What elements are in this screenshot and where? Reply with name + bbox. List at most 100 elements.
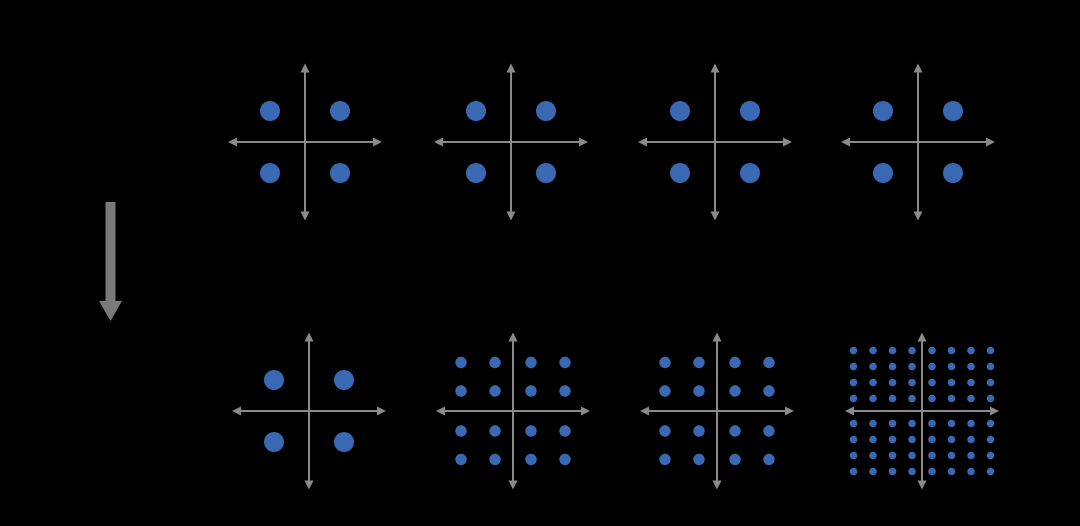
constellation-dot bbox=[928, 451, 936, 460]
constellation-dot bbox=[908, 378, 916, 387]
constellation-dot bbox=[888, 378, 897, 387]
axis-arrowhead-left bbox=[845, 406, 854, 416]
axis-arrowhead-left bbox=[433, 137, 443, 146]
axis-arrowhead-left bbox=[436, 406, 445, 416]
constellation-dot bbox=[967, 346, 975, 355]
axis-arrowhead-left bbox=[640, 406, 649, 416]
constellation-dot bbox=[264, 370, 284, 390]
constellation-dot bbox=[928, 362, 936, 371]
constellation-dot bbox=[869, 451, 877, 460]
constellation-dot bbox=[943, 100, 963, 121]
constellation-dot bbox=[908, 467, 916, 476]
axis-arrowhead-right bbox=[578, 137, 588, 146]
axis-arrowhead-left bbox=[841, 137, 850, 146]
constellation-dot bbox=[869, 467, 877, 476]
constellation-dot bbox=[908, 346, 916, 355]
constellation-dot bbox=[693, 425, 705, 437]
constellation-dot bbox=[659, 453, 671, 466]
constellation-top-row-1-qpsk bbox=[228, 63, 382, 220]
constellation-dot bbox=[849, 378, 858, 387]
constellation-dot bbox=[967, 394, 975, 403]
axis-arrowhead-up bbox=[917, 332, 927, 342]
constellation-dot bbox=[535, 162, 556, 183]
constellation-dot bbox=[693, 356, 705, 369]
constellation-dot bbox=[455, 385, 467, 397]
constellation-dot bbox=[659, 356, 671, 369]
axis-arrowhead-left bbox=[228, 137, 237, 146]
constellation-dot bbox=[739, 100, 760, 121]
constellation-dot bbox=[888, 435, 897, 444]
constellation-dot bbox=[928, 394, 936, 403]
constellation-dot bbox=[693, 453, 705, 466]
axis-arrowhead-up bbox=[508, 332, 518, 342]
constellation-dot bbox=[967, 419, 975, 428]
constellation-dot bbox=[986, 378, 995, 387]
constellation-dot bbox=[849, 435, 858, 444]
constellation-dot bbox=[693, 385, 705, 397]
down-arrow-icon bbox=[98, 202, 122, 321]
constellation-dot bbox=[763, 385, 775, 397]
axis-arrowhead-right bbox=[782, 137, 792, 146]
constellation-dot bbox=[334, 370, 354, 390]
constellation-dot bbox=[869, 435, 877, 444]
constellation-dot bbox=[888, 394, 897, 403]
constellation-dot bbox=[489, 356, 501, 369]
constellation-dot bbox=[908, 435, 916, 444]
constellation-dot bbox=[908, 419, 916, 428]
constellation-top-row-4-qpsk bbox=[841, 63, 995, 220]
constellation-dot bbox=[888, 467, 897, 476]
constellation-dot bbox=[525, 356, 537, 369]
constellation-dot bbox=[465, 162, 486, 183]
constellation-dot bbox=[986, 451, 995, 460]
constellation-dot bbox=[947, 435, 956, 444]
constellation-dot bbox=[869, 346, 877, 355]
constellation-dot bbox=[986, 346, 995, 355]
axis-arrowhead-right bbox=[986, 137, 995, 146]
axis-arrowhead-up bbox=[300, 63, 310, 72]
constellation-dot bbox=[849, 419, 858, 428]
constellation-dot bbox=[559, 425, 571, 437]
constellation-dot bbox=[489, 425, 501, 437]
constellation-dot bbox=[888, 451, 897, 460]
constellation-top-row-3-qpsk bbox=[637, 63, 792, 220]
constellation-dot bbox=[986, 394, 995, 403]
axis-arrowhead-down bbox=[710, 211, 719, 220]
constellation-bottom-row-2-qam16 bbox=[436, 332, 590, 490]
constellation-dot bbox=[729, 453, 741, 466]
constellation-dot bbox=[888, 419, 897, 428]
constellation-dot bbox=[669, 100, 690, 121]
axis-arrowhead-down bbox=[506, 211, 515, 220]
constellation-dot bbox=[455, 425, 467, 437]
constellation-bottom-row-1-qpsk bbox=[232, 332, 386, 490]
axis-arrowhead-up bbox=[710, 63, 719, 72]
constellation-dot bbox=[943, 162, 963, 183]
constellation-dot bbox=[763, 453, 775, 466]
constellation-dot bbox=[873, 100, 893, 121]
axis-arrowhead-down bbox=[712, 480, 722, 490]
constellation-dot bbox=[330, 162, 350, 183]
constellation-dot bbox=[489, 453, 501, 466]
axis-arrowhead-down bbox=[913, 211, 923, 220]
constellation-dot bbox=[525, 385, 537, 397]
axis-arrowhead-right bbox=[373, 137, 382, 146]
constellation-dot bbox=[947, 419, 956, 428]
constellation-dot bbox=[967, 467, 975, 476]
constellation-dot bbox=[729, 356, 741, 369]
axis-arrowhead-left bbox=[232, 406, 241, 416]
axis-arrowhead-down bbox=[508, 480, 518, 490]
constellation-dot bbox=[967, 362, 975, 371]
axis-arrowhead-down bbox=[917, 480, 927, 490]
axis-arrowhead-up bbox=[913, 63, 923, 72]
constellation-dot bbox=[763, 425, 775, 437]
constellation-dot bbox=[869, 378, 877, 387]
constellation-dot bbox=[669, 162, 690, 183]
axis-arrowhead-up bbox=[712, 332, 722, 342]
axis-arrowhead-right bbox=[377, 406, 386, 416]
constellation-dot bbox=[849, 467, 858, 476]
constellation-dot bbox=[947, 451, 956, 460]
constellation-dot bbox=[873, 162, 893, 183]
constellation-dot bbox=[869, 419, 877, 428]
axis-arrowhead-up bbox=[304, 332, 314, 342]
constellation-dot bbox=[849, 362, 858, 371]
